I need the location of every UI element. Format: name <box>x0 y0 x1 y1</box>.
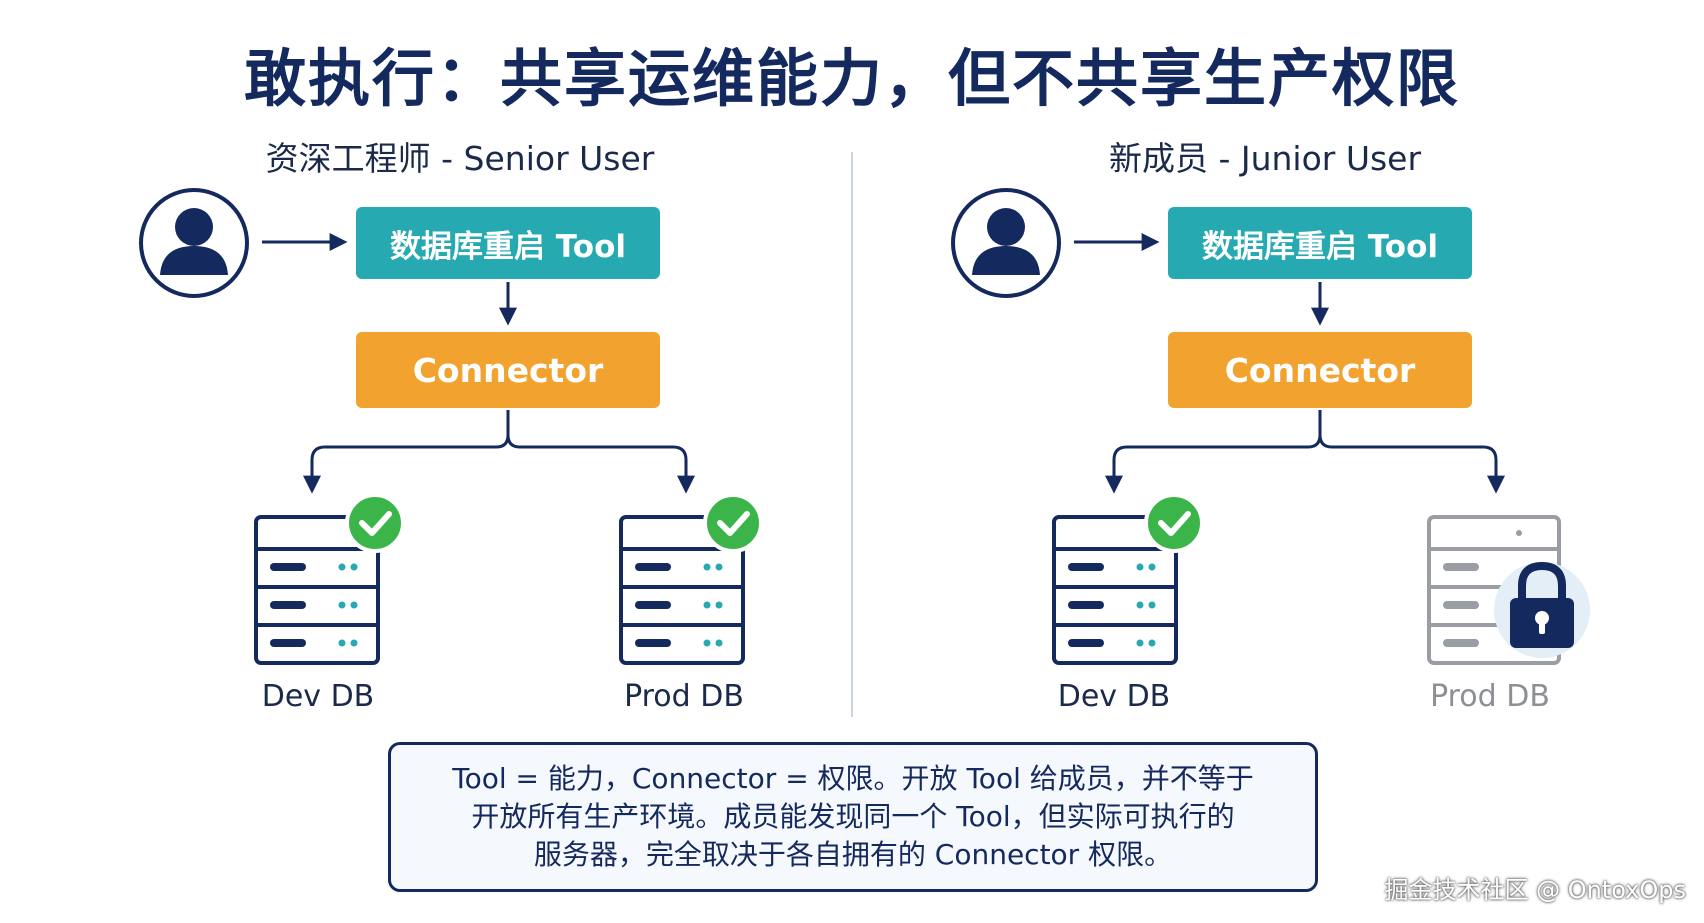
panel-divider <box>851 152 853 717</box>
senior-connector-box: Connector <box>356 332 660 408</box>
senior-user-icon <box>139 188 249 298</box>
junior-user-icon <box>951 188 1061 298</box>
senior-prod-db-label: Prod DB <box>624 679 744 714</box>
note-line-3: 服务器，完全取决于各自拥有的 Connector 权限。 <box>533 838 1173 871</box>
junior-prod-db-label: Prod DB <box>1430 679 1550 714</box>
junior-branch-prod <box>1318 434 1505 494</box>
note-line-2: 开放所有生产环境。成员能发现同一个 Tool，但实际可执行的 <box>471 800 1235 833</box>
junior-panel-title: 新成员 - Junior User <box>1108 139 1422 178</box>
senior-dev-check-icon <box>345 493 405 553</box>
senior-branch-dev <box>303 410 510 494</box>
watermark: 掘金技术社区 @ OntoxOps <box>1384 876 1686 904</box>
junior-prod-lock-icon <box>1494 561 1590 658</box>
senior-prod-check-icon <box>703 493 763 553</box>
senior-prod-db-server <box>619 515 745 665</box>
senior-dev-db-label: Dev DB <box>261 679 375 714</box>
senior-panel-title: 资深工程师 - Senior User <box>265 139 655 178</box>
junior-dev-db-server <box>1052 515 1178 665</box>
junior-tool-box: 数据库重启 Tool <box>1168 207 1472 279</box>
note-line-1: Tool = 能力，Connector = 权限。开放 Tool 给成员，并不等… <box>452 762 1254 795</box>
senior-tool-box: 数据库重启 Tool <box>356 207 660 279</box>
senior-dev-db-server <box>254 515 380 665</box>
junior-dev-check-icon <box>1144 493 1204 553</box>
junior-connector-box: Connector <box>1168 332 1472 408</box>
junior-branch-dev <box>1105 410 1322 494</box>
explanation-note: Tool = 能力，Connector = 权限。开放 Tool 给成员，并不等… <box>388 742 1318 892</box>
senior-branch-prod <box>506 434 695 494</box>
junior-dev-db-label: Dev DB <box>1057 679 1171 714</box>
page-title: 敢执行：共享运维能力，但不共享生产权限 <box>243 42 1460 115</box>
